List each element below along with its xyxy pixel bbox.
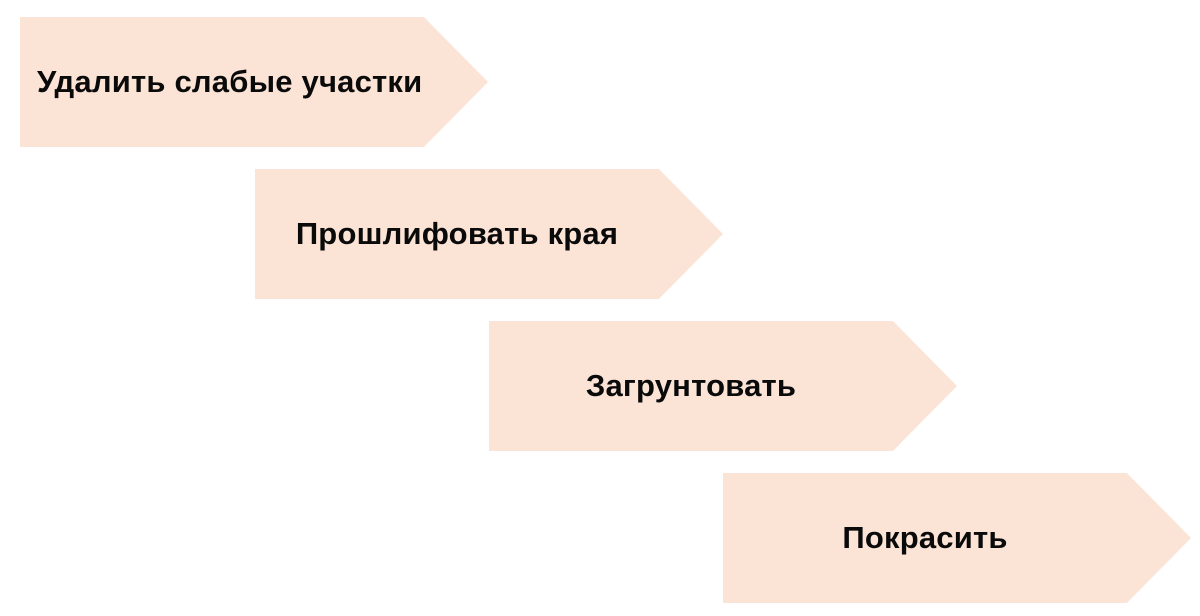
step-label: Загрунтовать xyxy=(585,368,797,403)
step-label: Покрасить xyxy=(842,520,1008,555)
step-label: Удалить слабые участки xyxy=(37,64,423,99)
step-label: Прошлифовать края xyxy=(295,216,619,251)
step-3-prime: Загрунтовать xyxy=(489,321,957,451)
step-1-remove-weak-areas: Удалить слабые участки xyxy=(20,17,488,147)
step-4-paint: Покрасить xyxy=(723,473,1191,603)
step-2-sand-edges: Прошлифовать края xyxy=(255,169,723,299)
